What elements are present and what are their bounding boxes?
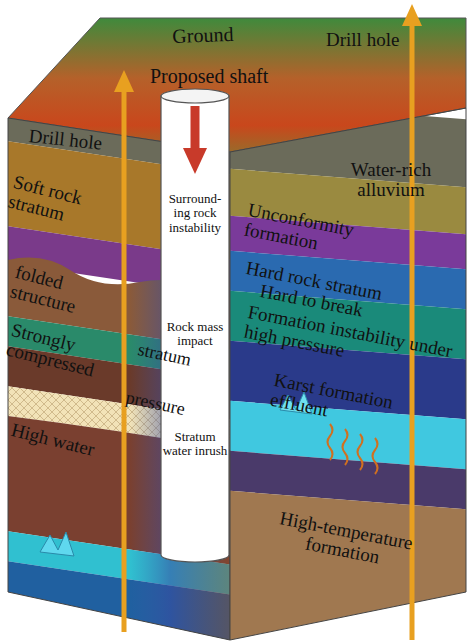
right-strata xyxy=(220,100,474,643)
shaft-label: Proposed shaft xyxy=(150,66,268,87)
drill-hole-label: Drill hole xyxy=(326,30,399,50)
hazard-text: Rock mass impact xyxy=(162,320,228,349)
hazard-text: Stratum water inrush xyxy=(162,430,228,459)
ground-label: Ground xyxy=(172,24,234,47)
hazard-text: Surround-ing rock instability xyxy=(162,192,228,235)
shaft-cylinder: Surround-ing rock instabilityRock mass i… xyxy=(160,88,230,563)
stratum-label: Water-rich alluvium xyxy=(326,160,456,200)
